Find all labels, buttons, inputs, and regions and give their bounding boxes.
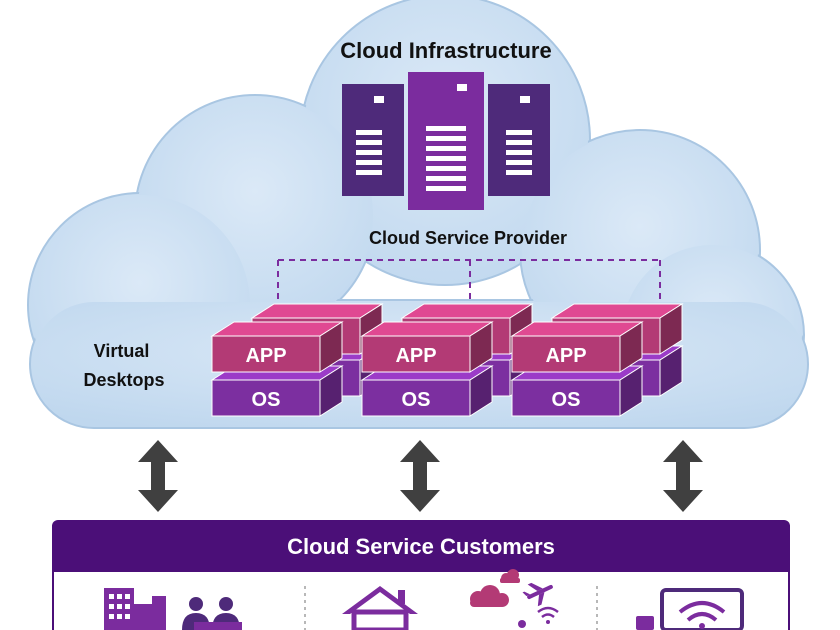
- home-icon: [342, 586, 418, 630]
- wifi-icon: [518, 606, 559, 628]
- double-arrow-icon: [663, 440, 703, 512]
- app-block: [510, 321, 644, 373]
- app-label: APP: [245, 345, 286, 367]
- cloud-service-provider-label: Cloud Service Provider: [369, 228, 567, 248]
- virtual-desktops-line-1: Virtual: [94, 341, 150, 361]
- virtual-desktops-line-2: Desktops: [83, 370, 164, 390]
- devices-wifi-icon: [636, 588, 744, 630]
- connection-arrows: [138, 440, 703, 512]
- vm-stack: OS APP: [510, 303, 684, 417]
- os-label: OS: [402, 389, 431, 411]
- virtual-desktops-label: Virtual Desktops: [83, 341, 164, 390]
- os-label: OS: [252, 389, 281, 411]
- cloud-icon: [470, 569, 520, 607]
- os-label: OS: [552, 389, 581, 411]
- team-meeting-icon: [182, 597, 242, 630]
- double-arrow-icon: [400, 440, 440, 512]
- server-rack-icon: [342, 72, 550, 210]
- cloud-service-customers-label: Cloud Service Customers: [287, 534, 555, 559]
- app-label: APP: [545, 345, 586, 367]
- buildings-icon: [104, 588, 166, 630]
- cloud-infrastructure-title: Cloud Infrastructure: [340, 38, 551, 63]
- vm-stacks: OS APP OS APP OS APP: [210, 303, 684, 417]
- app-block: [210, 321, 344, 373]
- app-block: [360, 321, 494, 373]
- double-arrow-icon: [138, 440, 178, 512]
- customers-panel: [52, 572, 790, 630]
- provider-connector-lines: [277, 259, 661, 300]
- airplane-icon: [522, 582, 553, 607]
- app-label: APP: [395, 345, 436, 367]
